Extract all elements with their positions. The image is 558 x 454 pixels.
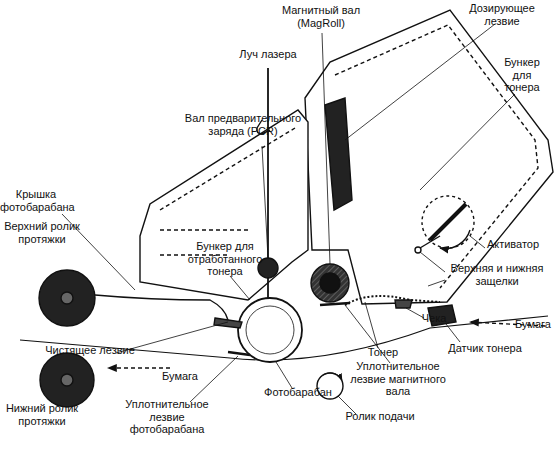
part-label: Уплотнительное лезвие магнитного вала bbox=[348, 360, 448, 398]
latch-arm bbox=[420, 236, 440, 248]
toner-pile bbox=[345, 296, 440, 305]
part-label: Крышка фотобарабана bbox=[0, 188, 72, 213]
magroll-seal bbox=[320, 303, 350, 305]
leader-line bbox=[262, 146, 268, 258]
magroll bbox=[311, 264, 349, 302]
leader-line bbox=[420, 252, 445, 272]
photodrum bbox=[238, 298, 302, 362]
part-label: Дозирующее лезвие bbox=[462, 2, 542, 27]
leader-line bbox=[276, 362, 292, 388]
pin bbox=[395, 300, 412, 308]
paper-arrow bbox=[108, 367, 170, 368]
part-label: Бункер для отработанного тонера bbox=[170, 240, 280, 278]
part-label: Нижний ролик протяжки bbox=[0, 402, 84, 427]
part-label: Чека bbox=[416, 312, 452, 325]
upper-roller-core bbox=[61, 292, 73, 304]
part-label: Чистящее лезвие bbox=[40, 344, 140, 357]
activator bbox=[422, 196, 474, 248]
toner-hopper bbox=[305, 10, 553, 304]
part-label: Ролик подачи bbox=[340, 410, 420, 423]
leader-line bbox=[428, 280, 445, 286]
part-label: Луч лазера bbox=[238, 48, 298, 61]
leader-line bbox=[230, 276, 250, 300]
lower-roller bbox=[40, 353, 94, 407]
leader-line bbox=[365, 302, 378, 348]
leader-line bbox=[420, 94, 515, 190]
upper-roller bbox=[39, 270, 95, 326]
drum-seal bbox=[228, 352, 250, 355]
part-label: Вал предварительного заряда (PCR) bbox=[178, 112, 308, 137]
part-label: Магнитный вал (MagRoll) bbox=[278, 4, 364, 29]
part-label: Верхний ролик протяжки bbox=[0, 220, 84, 245]
magroll-core bbox=[320, 273, 340, 293]
leader-line bbox=[322, 33, 330, 264]
part-label: Бумага bbox=[152, 370, 208, 383]
leader-line bbox=[345, 24, 495, 140]
photodrum-core bbox=[246, 306, 294, 354]
part-label: Бункер для тонера bbox=[498, 56, 546, 94]
part-label: Активатор bbox=[478, 238, 548, 251]
drum-cover bbox=[95, 295, 228, 320]
part-label: Фотобарабан bbox=[258, 386, 338, 399]
leader-line bbox=[406, 308, 424, 318]
part-label: Верхняя и нижняя защелки bbox=[442, 262, 552, 287]
part-label: Датчик тонера bbox=[440, 342, 530, 355]
lower-roller-core bbox=[61, 374, 73, 386]
doctor-blade bbox=[325, 98, 352, 210]
leader-line bbox=[446, 324, 460, 342]
part-label: Тонер bbox=[360, 346, 406, 359]
part-label: Уплотнительное лезвие фотобарабана bbox=[112, 398, 222, 436]
waste-hopper-inner bbox=[160, 128, 295, 255]
leader-line bbox=[470, 236, 485, 248]
part-label: Бумага bbox=[508, 318, 558, 331]
cleaning-blade bbox=[214, 318, 242, 328]
feed-arrow bbox=[320, 373, 342, 380]
activator-shaft bbox=[430, 204, 466, 240]
waste-hopper bbox=[140, 110, 308, 300]
activator-arrow bbox=[440, 230, 470, 249]
